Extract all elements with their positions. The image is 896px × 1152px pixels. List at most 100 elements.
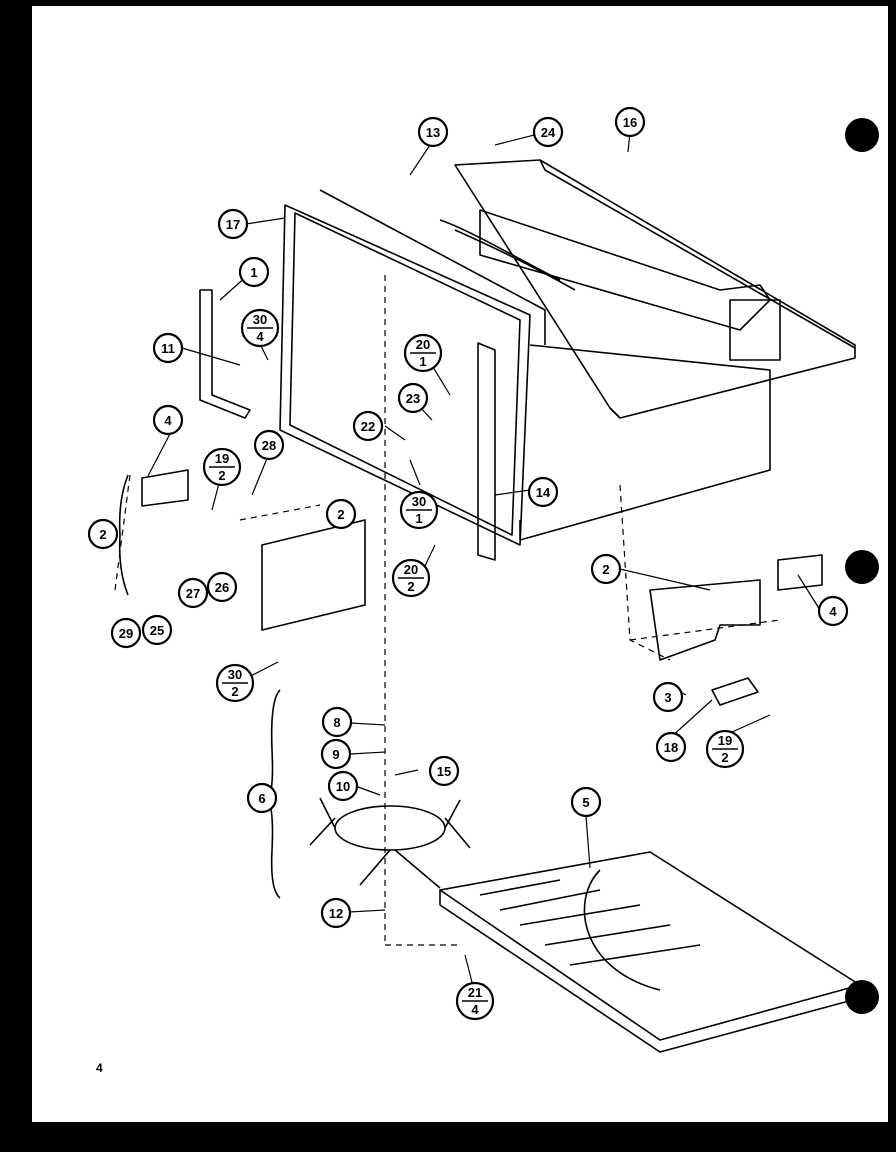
callout-number: 6 xyxy=(258,791,265,806)
plate-right xyxy=(649,579,761,661)
callout-18: 18 xyxy=(655,731,687,763)
callout-part-number: 30 xyxy=(228,667,242,682)
callout-15: 15 xyxy=(428,755,460,787)
callout-quantity: 2 xyxy=(218,468,225,483)
callout-quantity: 4 xyxy=(471,1002,479,1017)
callout-16: 16 xyxy=(614,106,646,138)
fraction-callout-30-1: 301 xyxy=(399,490,439,530)
callout-part-number: 30 xyxy=(253,312,267,327)
callout-circle xyxy=(417,116,449,148)
callout-number: 8 xyxy=(333,715,340,730)
callout-circle xyxy=(652,681,684,713)
callout-circle xyxy=(570,786,602,818)
callout-number: 22 xyxy=(361,419,375,434)
bracket-2 xyxy=(118,474,129,596)
callout-number: 16 xyxy=(623,115,637,130)
diagram-sheet xyxy=(32,6,888,1122)
callout-2: 2 xyxy=(87,518,119,550)
callout-circle xyxy=(177,577,209,609)
callout-part-number: 21 xyxy=(468,985,482,1000)
callout-number: 25 xyxy=(150,623,164,638)
callout-3: 3 xyxy=(652,681,684,713)
callout-number: 9 xyxy=(332,747,339,762)
callout-circle xyxy=(817,595,849,627)
callout-circle xyxy=(321,706,353,738)
callout-number: 18 xyxy=(664,740,678,755)
fraction-callout-30-4: 304 xyxy=(240,308,280,348)
callout-28: 28 xyxy=(253,429,285,461)
callout-circle xyxy=(352,410,384,442)
callout-12: 12 xyxy=(320,897,352,929)
callout-part-number: 20 xyxy=(404,562,418,577)
left-bracket xyxy=(199,289,251,419)
binding-circle-top xyxy=(845,118,879,152)
callout-number: 10 xyxy=(336,779,350,794)
callout-part-number: 19 xyxy=(215,451,229,466)
callout-circle xyxy=(152,404,184,436)
callout-4: 4 xyxy=(817,595,849,627)
base-pan xyxy=(439,851,861,1041)
callout-circle xyxy=(87,518,119,550)
callout-circle xyxy=(320,897,352,929)
callout-circle xyxy=(206,571,238,603)
callout-11: 11 xyxy=(152,332,184,364)
callout-circle xyxy=(590,553,622,585)
fan-hub xyxy=(334,805,446,851)
callout-circle xyxy=(325,498,357,530)
callout-quantity: 1 xyxy=(415,511,422,526)
callout-quantity: 2 xyxy=(721,750,728,765)
callout-number: 2 xyxy=(602,562,609,577)
callout-circle xyxy=(110,617,142,649)
callout-circle xyxy=(238,256,270,288)
cover-left xyxy=(141,469,189,507)
callout-quantity: 2 xyxy=(231,684,238,699)
callout-circle xyxy=(152,332,184,364)
callout-quantity: 1 xyxy=(419,354,426,369)
callout-number: 17 xyxy=(226,217,240,232)
callout-8: 8 xyxy=(321,706,353,738)
callout-circle xyxy=(397,382,429,414)
cover-right xyxy=(777,554,823,591)
callout-number: 23 xyxy=(406,391,420,406)
callout-24: 24 xyxy=(532,116,564,148)
callout-number: 12 xyxy=(329,906,343,921)
callout-circle xyxy=(527,476,559,508)
callout-number: 13 xyxy=(426,125,440,140)
callout-26: 26 xyxy=(206,571,238,603)
callout-number: 1 xyxy=(250,265,257,280)
callout-number: 2 xyxy=(337,507,344,522)
fraction-callout-19-2: 192 xyxy=(705,729,745,769)
binding-circle-bottom xyxy=(845,980,879,1014)
callout-2: 2 xyxy=(325,498,357,530)
switch xyxy=(711,677,759,706)
callout-number: 11 xyxy=(161,341,175,356)
callout-circle xyxy=(532,116,564,148)
fraction-callout-20-2: 202 xyxy=(391,558,431,598)
front-frame xyxy=(279,204,531,546)
callout-13: 13 xyxy=(417,116,449,148)
page-number: 4 xyxy=(96,1061,103,1075)
leader-lines xyxy=(147,131,821,987)
callout-circle xyxy=(614,106,646,138)
callout-number: 15 xyxy=(437,764,451,779)
callout-circle xyxy=(428,755,460,787)
fraction-callout-19-2: 192 xyxy=(202,447,242,487)
duct-block xyxy=(729,299,781,361)
callout-29: 29 xyxy=(110,617,142,649)
callout-17: 17 xyxy=(217,208,249,240)
callout-25: 25 xyxy=(141,614,173,646)
callout-14: 14 xyxy=(527,476,559,508)
callout-number: 26 xyxy=(215,580,229,595)
side-bracket xyxy=(477,342,496,561)
callout-number: 4 xyxy=(829,604,837,619)
callout-quantity: 4 xyxy=(256,329,264,344)
callout-circle xyxy=(327,770,359,802)
callout-23: 23 xyxy=(397,382,429,414)
callout-27: 27 xyxy=(177,577,209,609)
callout-number: 5 xyxy=(582,795,589,810)
callout-part-number: 20 xyxy=(416,337,430,352)
callout-number: 14 xyxy=(536,485,551,500)
callout-number: 28 xyxy=(262,438,276,453)
callout-part-number: 30 xyxy=(412,494,426,509)
callout-part-number: 19 xyxy=(718,733,732,748)
